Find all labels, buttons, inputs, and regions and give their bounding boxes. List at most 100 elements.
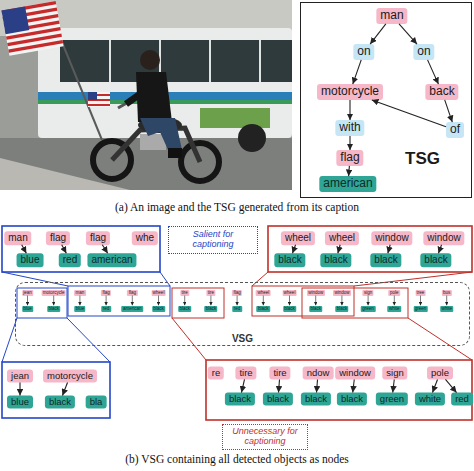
relation-arrow [428,60,439,84]
object-node: motorcycle [43,370,97,383]
attribute-node: green [361,305,376,311]
attribute-node: black [420,253,451,267]
sub-caption: (a) An image and the TSG generated from … [115,201,359,213]
note-text: Salient for captioning [172,230,254,250]
node-label: man [76,290,85,295]
relation-arrow [278,379,279,392]
node-label: bus [443,290,450,295]
zoom-box [268,226,472,272]
attribute-node: black [263,393,293,406]
node-label: black [267,393,289,404]
relation-arrow [445,379,456,392]
node-label: wheel [329,232,355,243]
zoom-box [2,226,160,272]
object-node: tire [206,289,215,295]
bus-wheel [238,124,266,152]
object-node: motorcycle [41,289,66,295]
relation-arrow [19,382,20,395]
object-node: motorcycle [317,84,383,100]
attribute-node: black [257,305,271,311]
attribute-node: black [320,253,351,267]
node-label: flag [233,290,240,295]
zoom-line [67,318,110,362]
relation-arrow [316,379,317,392]
relation-arrow [22,245,27,254]
object-node: tire [235,367,256,380]
zoom-region [172,288,224,318]
node-label: green [380,393,404,404]
node-label: tire [273,367,286,378]
object-node: flag [46,231,70,245]
node-label: wheel [285,232,311,243]
relation-arrow [353,60,361,84]
node-label: motorcycle [321,84,379,98]
rider-boot [168,148,182,158]
node-label: black [324,254,347,265]
relation-arrow [184,296,185,306]
object-node: flag [127,289,137,295]
zoom-line [160,272,170,286]
node-label: black [48,306,59,311]
node-label: jean [11,370,29,381]
zoom-box [206,360,472,420]
attribute-node: american [122,305,144,311]
relation-arrow [353,379,355,392]
node-label: black [153,306,164,311]
node-label: tire [208,290,214,295]
attribute-node: red [451,393,473,406]
node-label: sign [364,290,372,295]
node-label: man [8,232,27,243]
zoom-marks [2,226,472,420]
node-label: jean [23,290,32,295]
node-label: white [441,306,452,311]
relation-arrow [388,245,390,254]
object-node: flag [232,289,242,295]
node-label: pole [431,367,449,378]
object-node: flag [86,231,110,245]
attribute-node: black [274,253,305,267]
relation-arrow [368,296,369,306]
graph-title: VSG [232,333,253,344]
node-label: ndow [307,367,330,378]
zoom-line [354,272,472,286]
node-label: window [334,290,349,295]
zoom-line [252,272,268,286]
zoom-line [172,318,206,360]
node-label: white [389,306,400,311]
attribute-node: black [47,305,61,311]
object-node: man [74,289,86,295]
object-node: window [423,231,464,245]
sub-caption: (b) VSG containing all detected objects … [125,453,349,465]
object-node: re [208,367,224,380]
large-flag [1,1,63,56]
object-node: jean [22,289,34,295]
object-node: tire [269,367,290,380]
node-label: back [429,84,454,98]
object-node: bus [442,289,452,295]
object-node: pole [389,289,401,295]
relation-arrow [349,100,350,120]
object-node: wheel [151,289,166,295]
attribute-node: black [45,396,75,409]
relation-arrow [341,296,342,306]
relation-arrow [79,296,80,306]
object-node: tree [415,289,426,295]
callout-note: Unnecessary for captioning [222,424,308,450]
relation-node: on [353,44,374,60]
object-node: wheel [325,231,359,245]
attribute-node: blue [74,305,86,311]
node-label: black [337,306,348,311]
node-label: window [308,290,323,295]
flag-canton [1,6,29,34]
attribute-node: american [87,253,136,267]
attribute-node: white [440,305,454,311]
attribute-node: black [283,305,297,311]
callout-note: Salient for captioning [168,226,258,254]
relation-arrow [102,245,107,254]
node-label: blue [11,396,29,407]
node-label: green [362,306,374,311]
relation-arrow [349,136,350,150]
relation-arrow [27,296,28,306]
node-label: tire [239,367,252,378]
